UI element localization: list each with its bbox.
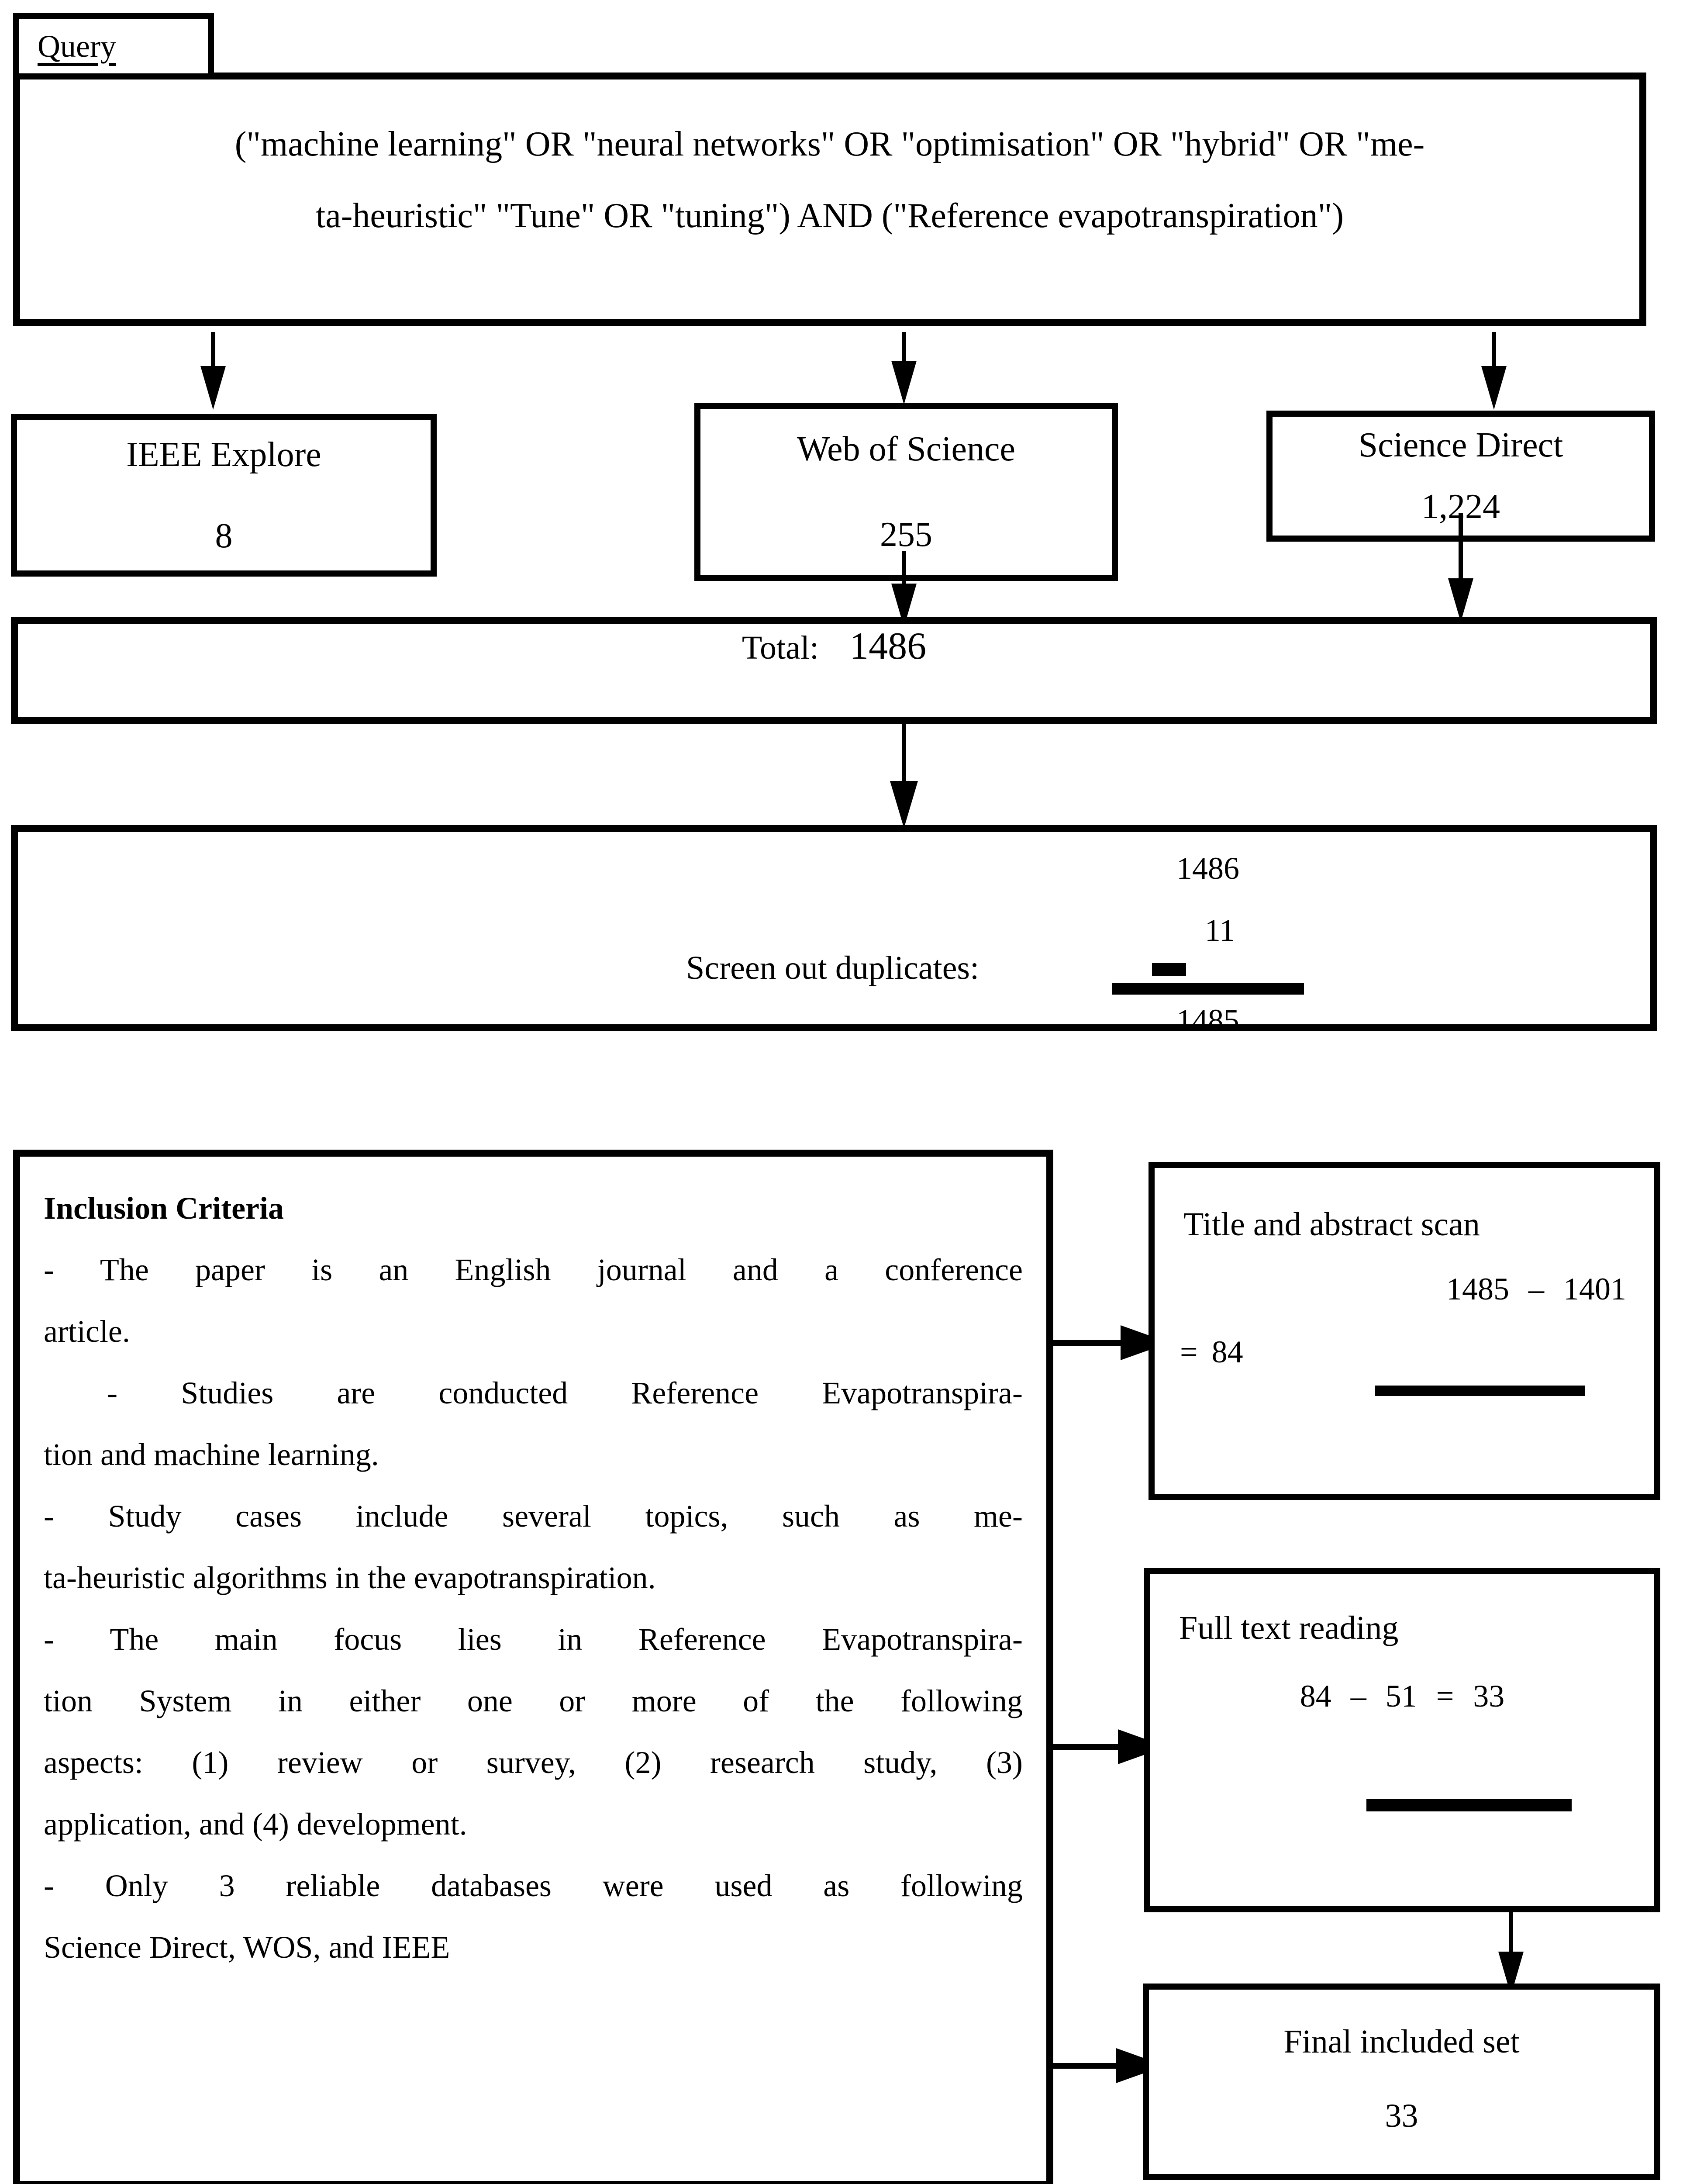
arrow-line (902, 724, 906, 783)
inclusion-criteria-line: tion and machine learning. (44, 1437, 379, 1472)
full-text-reading-expression: 84 – 51 = 33 (1300, 1679, 1505, 1714)
inclusion-criteria-line: - Only 3 reliable databases were used as… (44, 1868, 1023, 1903)
full-text-reading-box: Full text reading 84 – 51 = 33 (1144, 1568, 1660, 1912)
arrow-down-icon (891, 361, 917, 404)
title-abstract-scan-title: Title and abstract scan (1183, 1206, 1480, 1243)
inclusion-criteria-line: application, and (4) development. (44, 1807, 467, 1842)
total-label: Total: (742, 629, 819, 666)
query-tab: Query (13, 13, 214, 79)
minus-sign (1152, 963, 1186, 976)
database-count: 255 (880, 515, 932, 554)
inclusion-criteria-line: - The main focus lies in Reference Evapo… (44, 1622, 1023, 1657)
duplicates-subtrahend: 11 (1204, 913, 1235, 948)
database-name: IEEE Explore (126, 435, 321, 474)
arrow-line (1459, 513, 1463, 581)
arrow-line (902, 551, 906, 586)
database-name: Science Direct (1358, 426, 1563, 464)
inclusion-criteria-lines: Inclusion Criteria - The paper is an Engl… (44, 1178, 1023, 1978)
title-abstract-scan-expression: 1485 – 1401 (1446, 1272, 1626, 1306)
duplicates-result: 1485 (1176, 1003, 1239, 1038)
inclusion-criteria-line: - Study cases include several topics, su… (44, 1499, 1023, 1534)
inclusion-criteria-line: aspects: (1) review or survey, (2) resea… (44, 1745, 1023, 1780)
arrow-line (902, 332, 906, 363)
final-included-set-title: Final included set (1283, 2023, 1520, 2060)
inclusion-criteria-line: ta-heuristic algorithms in the evapotran… (44, 1560, 656, 1595)
query-text-line1: ("machine learning" OR "neural networks"… (235, 125, 1425, 163)
full-text-reading-title: Full text reading (1179, 1610, 1399, 1646)
database-box-ieee-explore: IEEE Explore 8 (11, 414, 437, 577)
subtraction-rule (1112, 983, 1304, 995)
query-text-line2: ta-heuristic" "Tune" OR "tuning") AND ("… (316, 197, 1344, 235)
inclusion-criteria-box: Inclusion Criteria - The paper is an Engl… (13, 1150, 1053, 2184)
arrow-down-icon (1481, 366, 1507, 410)
database-name: Web of Science (797, 429, 1015, 468)
inclusion-criteria-line: - The paper is an English journal and a … (44, 1252, 1023, 1287)
query-text: ("machine learning" OR "neural networks"… (20, 79, 1639, 252)
arrow-line (1492, 332, 1496, 368)
arrow-line (1052, 1744, 1123, 1750)
final-included-set-box: Final included set 33 (1143, 1984, 1660, 2180)
subtraction-rule (1366, 1799, 1572, 1811)
total-box: Total: 1486 (11, 617, 1657, 724)
database-box-web-of-science: Web of Science 255 (694, 403, 1118, 581)
query-tab-label: Query (38, 28, 116, 64)
arrow-line (1509, 1912, 1513, 1954)
arrow-down-icon (200, 366, 226, 410)
inclusion-criteria-line: Inclusion Criteria (44, 1191, 284, 1226)
arrow-line (1052, 2063, 1121, 2069)
arrow-down-icon (1448, 578, 1473, 622)
database-count: 8 (215, 516, 233, 555)
screen-out-duplicates-box: Screen out duplicates: 1486 11 1485 (11, 825, 1657, 1038)
arrow-line (1052, 1340, 1123, 1346)
total-value: 1486 (849, 625, 927, 667)
query-box: ("machine learning" OR "neural networks"… (13, 73, 1646, 326)
inclusion-criteria-line: - Studies are conducted Reference Evapot… (44, 1375, 1023, 1410)
subtraction-rule (1375, 1386, 1585, 1396)
inclusion-criteria-line: Science Direct, WOS, and IEEE (44, 1930, 450, 1965)
arrow-line (211, 332, 215, 368)
final-included-set-value: 33 (1385, 2098, 1418, 2134)
title-abstract-scan-result: = 84 (1180, 1334, 1243, 1369)
duplicates-minuend: 1486 (1176, 851, 1239, 886)
inclusion-criteria-line: article. (44, 1314, 130, 1349)
inclusion-criteria-line: tion System in either one or more of the… (44, 1683, 1023, 1718)
duplicates-label: Screen out duplicates: (686, 950, 980, 986)
arrow-down-icon (890, 781, 918, 828)
title-abstract-scan-box: Title and abstract scan 1485 – 1401 = 84 (1149, 1162, 1660, 1500)
